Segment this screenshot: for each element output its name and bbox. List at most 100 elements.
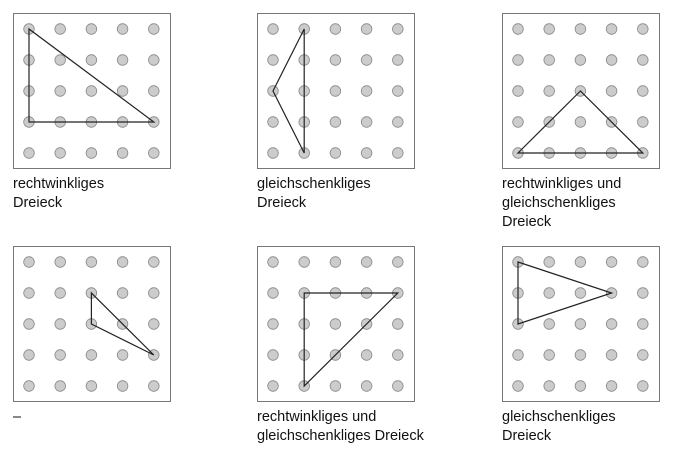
peg-dot: [637, 349, 649, 361]
peg-dot: [605, 256, 618, 268]
geoboard: [257, 13, 415, 169]
peg-dot: [637, 23, 649, 35]
peg-dot: [148, 85, 160, 97]
label-line: Dreieck: [502, 214, 552, 230]
peg-dot: [85, 380, 98, 392]
peg-dot: [360, 23, 373, 35]
peg-dot: [637, 116, 649, 128]
peg-dot: [605, 380, 618, 392]
peg-dot: [298, 256, 310, 268]
peg-dot: [392, 380, 404, 392]
peg-dot: [329, 147, 342, 159]
peg-dot: [360, 147, 373, 159]
peg-dot: [637, 287, 649, 299]
peg-dot: [267, 116, 279, 128]
label-line: Dreieck: [502, 428, 552, 444]
triangle-classification-label: –: [13, 408, 233, 427]
peg-dot: [85, 256, 98, 268]
peg-dot: [637, 380, 649, 392]
peg-dot: [329, 54, 342, 66]
peg-dot: [116, 23, 129, 35]
peg-dot: [360, 349, 373, 361]
peg-dot: [148, 287, 160, 299]
peg-dot: [23, 380, 35, 392]
geoboard: [502, 13, 660, 169]
peg-dot: [267, 256, 279, 268]
peg-dot: [329, 318, 342, 330]
peg-dot: [23, 318, 35, 330]
peg-dot: [85, 147, 98, 159]
peg-dot: [267, 147, 279, 159]
label-line: gleichschenkliges: [502, 195, 616, 211]
peg-dot: [116, 54, 129, 66]
peg-dot: [512, 85, 524, 97]
peg-dot: [116, 380, 129, 392]
peg-dot: [329, 85, 342, 97]
peg-dot: [54, 318, 66, 330]
triangle: [516, 90, 645, 154]
peg-dot: [148, 256, 160, 268]
peg-dot: [392, 147, 404, 159]
triangle: [28, 27, 156, 123]
peg-dot: [116, 287, 129, 299]
peg-dot: [329, 23, 342, 35]
peg-dot: [54, 380, 66, 392]
peg-dot: [574, 318, 587, 330]
peg-dot: [392, 85, 404, 97]
peg-dot: [267, 23, 279, 35]
board-frame: [257, 13, 415, 169]
peg-dot: [116, 256, 129, 268]
peg-dot: [605, 85, 618, 97]
peg-dot: [267, 287, 279, 299]
peg-dot: [329, 116, 342, 128]
peg-dot: [392, 349, 404, 361]
peg-dot: [329, 380, 342, 392]
peg-dot: [574, 116, 587, 128]
geoboard: [13, 246, 171, 402]
triangle: [90, 291, 155, 356]
peg-dot: [54, 256, 66, 268]
triangle: [517, 261, 614, 325]
peg-dot: [637, 85, 649, 97]
peg-dot: [543, 318, 555, 330]
board-frame: [13, 13, 171, 169]
label-line: gleichschenkliges: [502, 409, 616, 425]
peg-dot: [512, 349, 524, 361]
label-line: rechtwinkliges und: [502, 176, 622, 192]
label-line: Dreieck: [257, 195, 307, 211]
peg-dot: [85, 23, 98, 35]
peg-dot: [85, 54, 98, 66]
peg-dot: [605, 23, 618, 35]
board-frame: [13, 246, 171, 402]
board-frame: [502, 246, 660, 402]
peg-dot: [637, 318, 649, 330]
label-line: rechtwinkliges und: [257, 409, 377, 425]
peg-dot: [148, 23, 160, 35]
peg-dot: [637, 256, 649, 268]
peg-dot: [512, 116, 524, 128]
peg-dot: [54, 85, 66, 97]
peg-dot: [512, 23, 524, 35]
label-line: rechtwinkliges: [13, 176, 105, 192]
peg-dot: [543, 380, 555, 392]
peg-dot: [329, 256, 342, 268]
peg-dot: [267, 380, 279, 392]
label-line: –: [13, 409, 22, 425]
peg-dot: [637, 54, 649, 66]
peg-dot: [54, 23, 66, 35]
peg-dot: [54, 287, 66, 299]
board-frame: [257, 246, 415, 402]
peg-dot: [574, 256, 587, 268]
peg-dot: [148, 147, 160, 159]
peg-dot: [23, 349, 35, 361]
peg-dot: [605, 349, 618, 361]
peg-dot: [605, 54, 618, 66]
peg-dot: [148, 54, 160, 66]
peg-dot: [116, 147, 129, 159]
peg-dot: [543, 85, 555, 97]
peg-dot: [543, 256, 555, 268]
triangle: [272, 28, 305, 154]
